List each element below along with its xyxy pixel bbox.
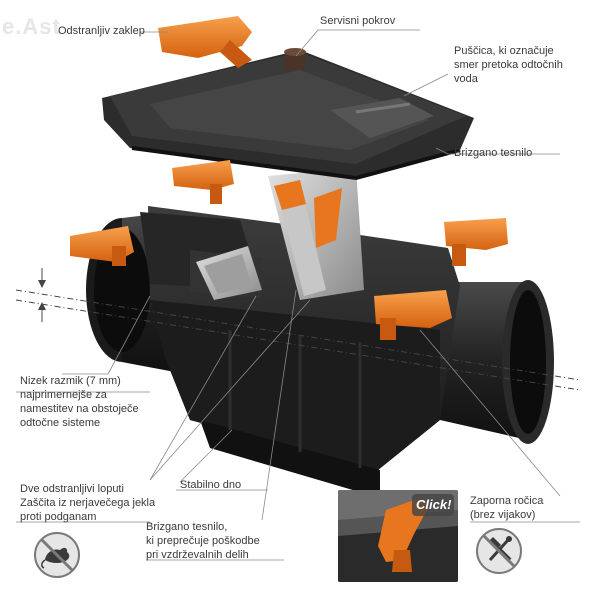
label-injected-seal-bottom: Brizgano tesnilo, ki preprečuje poškodbe… [146,521,260,561]
label-low-spacing: Nizek razmik (7 mm) najprimernejše za na… [20,375,139,429]
annotation-underlines [16,391,580,561]
label-flow-arrow: Puščica, ki označuje smer pretoka odtočn… [454,45,563,85]
label-removable-lid: Odstranljiv zaklep [58,25,145,37]
label-service-cover: Servisni pokrov [320,15,396,27]
stainless-flaps [196,168,364,300]
label-locking-handle: Zaporna ročica (brez vijakov) [470,495,544,521]
no-rat-icon [34,532,80,578]
service-cover [102,48,474,181]
orange-handles [70,16,508,340]
label-two-flaps: Dve odstranljivi loputi Zaščita iz nerja… [20,483,156,523]
spacing-indicator [15,268,581,391]
click-caption: Click! [416,497,452,512]
label-stable-base: Stabilno dno [180,479,242,491]
watermark: e.Ast [2,14,61,39]
leader-lines [62,29,561,521]
label-injected-seal-top: Brizgano tesnilo [454,147,533,159]
inset-photo-locking-handle: Click! [338,490,458,582]
outlet-pipe [440,280,554,444]
no-tools-icon [476,528,522,574]
